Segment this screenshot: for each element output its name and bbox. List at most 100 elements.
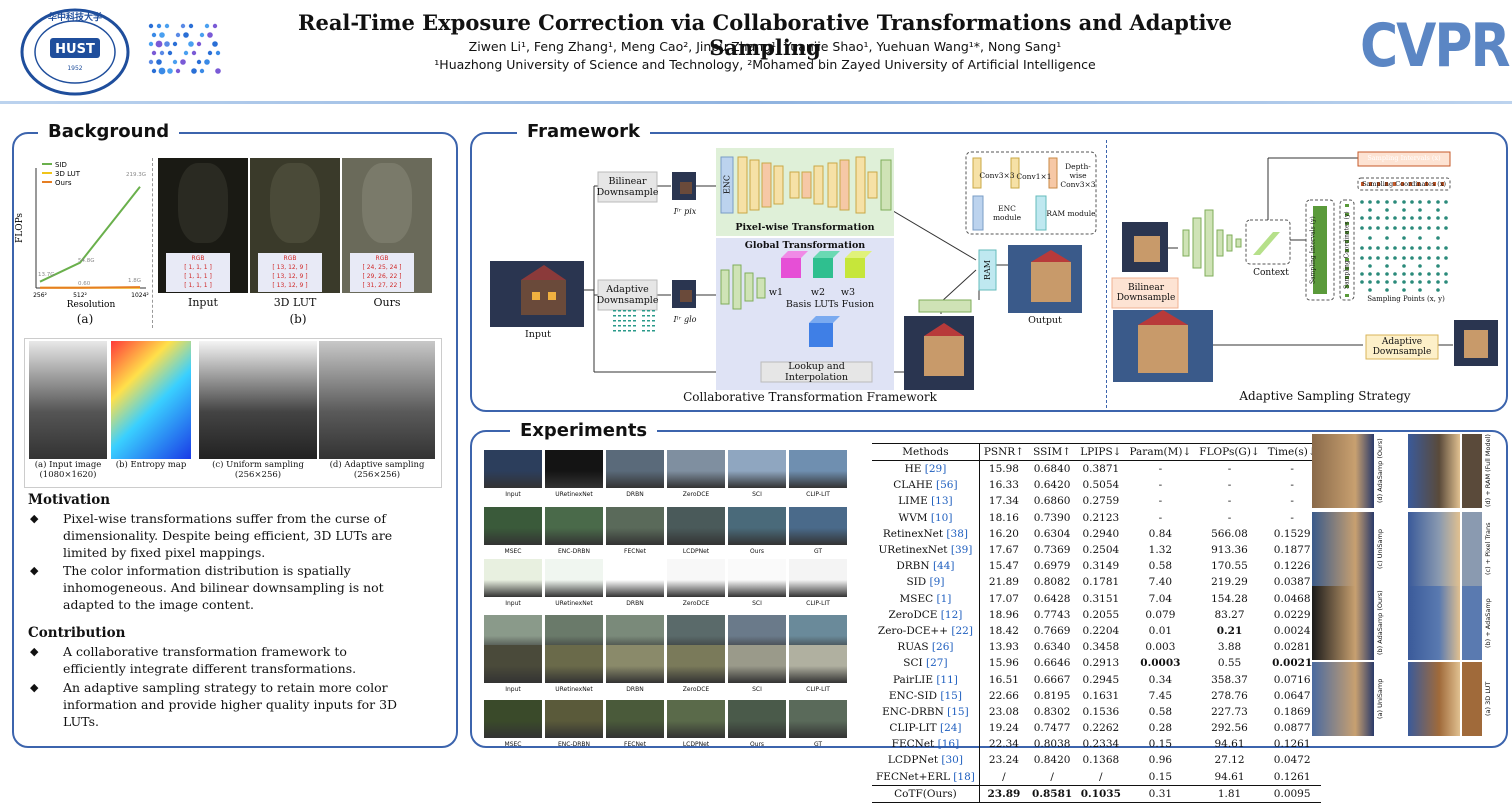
logo-dot [191, 68, 197, 74]
thumbnail-label: CLIP-LIT [806, 600, 830, 607]
sample-mark [628, 315, 631, 317]
svg-text:HUST: HUST [55, 42, 95, 57]
experiments-title: Experiments [510, 420, 658, 441]
contribution-list: A collaborative transformation framework… [28, 643, 398, 730]
sampling-point [1385, 264, 1389, 268]
table-cell: 0.7369 [1033, 544, 1071, 557]
thumbnail-label: ENC-DRBN [557, 548, 591, 555]
citation: [27] [926, 657, 948, 670]
thumbnail-label: MSEC [504, 741, 522, 748]
table-cell: 83.27 [1214, 608, 1245, 621]
sampling-caption: (a) Input image(1080×1620) [34, 460, 102, 480]
sampling-point [1385, 246, 1389, 250]
ablation-label: (b) AdaSamp (Ours) [1376, 590, 1384, 656]
sample-mark [618, 320, 621, 322]
table-header: LPIPS↓ [1076, 443, 1126, 461]
logo-dot [167, 50, 173, 56]
sampling-point [1368, 216, 1372, 220]
sample-mark [647, 310, 650, 312]
method-name: CLAHE [56] [872, 477, 980, 494]
table-cell: 1.81 [1195, 784, 1264, 803]
svg-text:1952: 1952 [67, 65, 82, 72]
ablation-label: (d) + RAM (Full Model) [1484, 434, 1492, 508]
sampling-point [1402, 280, 1406, 284]
experiments-panel [470, 430, 1508, 748]
sample-mark [623, 330, 626, 332]
logo-dot [183, 50, 189, 56]
sampling-point [1368, 208, 1372, 212]
sampling-point [1444, 226, 1448, 230]
comparison-thumbnail [667, 450, 725, 488]
table-cell: - [1227, 479, 1232, 492]
sampling-point [1436, 280, 1440, 284]
table-cell: 0.1781 [1082, 576, 1120, 589]
sampling-intervals-x: Sampling Intervals (x) [1367, 154, 1441, 162]
citation: [10] [930, 511, 953, 524]
sample-mark [642, 310, 645, 312]
sampling-point [1444, 256, 1448, 260]
table-cell: 17.67 [988, 544, 1019, 557]
sampling-coordinates-x: Sampling Coordinates (x) [1361, 180, 1447, 188]
lut-image: RGB[ 13, 12, 9 ][ 13, 12, 9 ][ 13, 12, 9… [250, 158, 340, 309]
weight-label: w2 [810, 286, 826, 298]
comparison-thumbnail [545, 450, 603, 488]
sampling-point [1410, 246, 1414, 250]
ablation-crop [1462, 512, 1482, 586]
table-cell: 0.15 [1148, 770, 1173, 783]
x-tick-label: 512² [73, 292, 87, 299]
table-cell: 0.34 [1148, 673, 1173, 686]
sampling-point [1444, 246, 1448, 250]
thumbnail-label: GT [813, 741, 823, 748]
coord-mark-x [1361, 182, 1364, 186]
sampling-point [1436, 246, 1440, 250]
table-cell: 0.6646 [1033, 657, 1071, 670]
table-cell: 0.0095 [1263, 784, 1321, 803]
table-cell: 278.76 [1211, 689, 1248, 702]
input-label: Input [525, 328, 551, 340]
table-cell: 16.51 [988, 673, 1019, 686]
sampling-point [1418, 208, 1422, 212]
thumbnail-label: GT [813, 548, 823, 555]
citation: [26] [931, 641, 954, 654]
table-cell: 0.5054 [1082, 479, 1120, 492]
sample-mark [652, 330, 655, 332]
citation: [30] [941, 754, 963, 767]
thumbnail-label: FECNet [624, 741, 646, 748]
thumbnail-label: URetinexNet [555, 600, 593, 607]
thumbnail-label: LCDPNet [682, 548, 710, 555]
comparison-thumbnail [545, 559, 603, 597]
coord-mark-x [1417, 182, 1420, 186]
thumbnail-label: ENC-DRBN [557, 741, 591, 748]
ablation-image [1408, 512, 1460, 586]
sampling-point [1436, 288, 1440, 292]
sampling-point [1402, 272, 1406, 276]
data-label: 0.60 [78, 281, 91, 287]
logo-dot [155, 40, 163, 48]
table-cell: 0.1368 [1082, 754, 1120, 767]
x-axis-label: Resolution [67, 300, 116, 310]
sampling-point [1368, 236, 1372, 240]
table-cell: 170.55 [1211, 560, 1248, 573]
framework-panel [470, 132, 1508, 412]
table-cell: 0.7477 [1033, 722, 1071, 735]
legend-ram: RAM module [1046, 208, 1096, 218]
citation: [38] [946, 527, 968, 540]
table-cell: - [1290, 479, 1294, 492]
sample-mark [647, 330, 650, 332]
method-name: CoTF(Ours) [872, 784, 980, 803]
table-cell: 0.3149 [1082, 560, 1120, 573]
lut-image-label: Ours [373, 296, 401, 309]
method-name: LCDPNet [30] [872, 752, 980, 769]
sampling-point [1368, 246, 1372, 250]
lut-image: RGB[ 24, 25, 24 ][ 29, 26, 22 ][ 31, 27,… [342, 158, 432, 309]
sample-mark [618, 315, 621, 317]
table-header: Methods [872, 443, 980, 461]
sampling-point [1444, 216, 1448, 220]
sampling-point [1418, 272, 1422, 276]
comparison-thumbnail [728, 559, 786, 597]
